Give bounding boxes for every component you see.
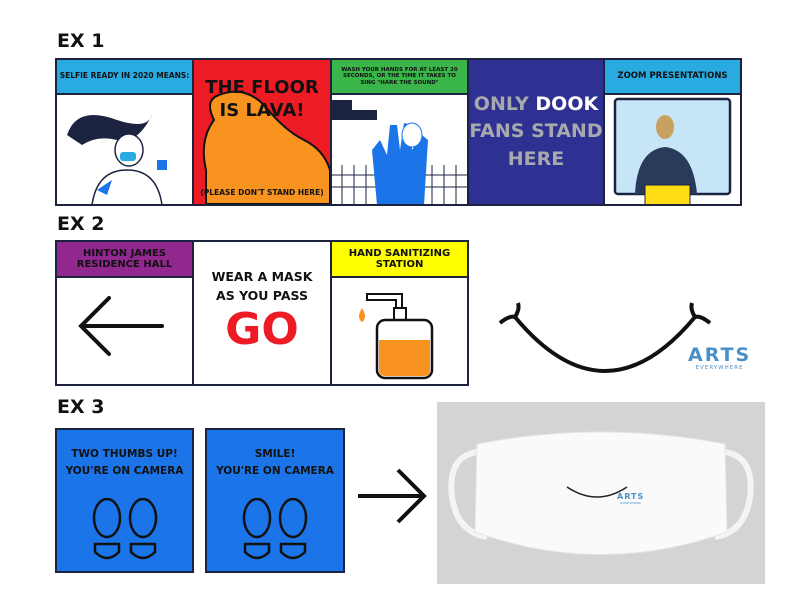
footprints-icon	[92, 498, 158, 560]
example-2-label: EX 2	[57, 213, 105, 235]
mask-logo-subtitle: EVERYWHERE	[620, 501, 641, 505]
smile-line-2: YOU'RE ON CAMERA	[216, 464, 334, 477]
face-mask-photo: ARTS EVERYWHERE	[437, 402, 765, 584]
floor-is-lava-panel: THE FLOOR IS LAVA! (PLEASE DON'T STAND H…	[192, 58, 332, 206]
arrow-right-icon	[358, 468, 427, 524]
masked-woman-illustration	[67, 115, 167, 204]
zoom-presentations-panel: ZOOM PRESENTATIONS	[603, 58, 742, 206]
two-thumbs-up-panel: TWO THUMBS UP! YOU'RE ON CAMERA	[55, 428, 194, 573]
mask-logo: ARTS EVERYWHERE	[617, 492, 645, 506]
lava-title: THE FLOOR IS LAVA!	[205, 77, 319, 122]
smile-text: SMILE! YOU'RE ON CAMERA	[207, 446, 343, 480]
only-text: ONLY	[473, 92, 529, 115]
dook-line-2: FANS STAND	[469, 120, 603, 143]
face-mask-image	[448, 431, 754, 555]
thumbs-text: TWO THUMBS UP! YOU'RE ON CAMERA	[57, 446, 192, 480]
orange-silhouette	[202, 90, 330, 204]
mask-text: WEAR A MASK AS YOU PASS	[194, 268, 330, 306]
example-1-label: EX 1	[57, 30, 105, 52]
mask-line-1: WEAR A MASK	[211, 269, 313, 284]
wash-hands-panel: WASH YOUR HANDS FOR AT LEAST 20 SECONDS,…	[330, 58, 469, 206]
wash-header: WASH YOUR HANDS FOR AT LEAST 20 SECONDS,…	[332, 60, 467, 95]
hand-sanitizing-panel: HAND SANITIZING STATION	[330, 240, 469, 386]
smile-on-camera-panel: SMILE! YOU'RE ON CAMERA	[205, 428, 345, 573]
hinton-james-panel: HINTON JAMES RESIDENCE HALL	[55, 240, 194, 386]
arrow-left-icon	[78, 296, 164, 356]
mask-line-2: AS YOU PASS	[216, 287, 308, 303]
selfie-header: SELFIE READY IN 2020 MEANS:	[57, 60, 192, 95]
sanitizer-pump-icon	[359, 293, 434, 380]
zoom-header: ZOOM PRESENTATIONS	[605, 60, 740, 95]
smile-arc-graphic	[498, 302, 712, 373]
logo-subtitle: EVERYWHERE	[695, 365, 744, 371]
mask-logo-title: ARTS	[617, 492, 645, 501]
smile-line-1: SMILE!	[254, 448, 296, 460]
wear-a-mask-panel: WEAR A MASK AS YOU PASS GO	[192, 240, 332, 386]
arts-everywhere-logo: ARTS EVERYWHERE	[688, 344, 752, 372]
dook-fans-panel: ONLY DOOK FANS STAND HERE	[467, 58, 605, 206]
go-text: GO	[225, 304, 299, 355]
example-3-label: EX 3	[57, 396, 105, 418]
hands-under-faucet-illustration	[332, 100, 467, 204]
thumbs-line-2: YOU'RE ON CAMERA	[65, 464, 184, 477]
selfie-panel: SELFIE READY IN 2020 MEANS:	[55, 58, 194, 206]
thumbs-line-1: TWO THUMBS UP!	[71, 448, 178, 460]
sanitizer-header: HAND SANITIZING STATION	[332, 242, 467, 278]
hinton-header: HINTON JAMES RESIDENCE HALL	[57, 242, 192, 278]
presenter-on-screen-illustration	[613, 97, 732, 204]
dook-text: DOOK	[535, 92, 599, 115]
dook-line-3: HERE	[507, 147, 565, 170]
dook-line-1: ONLY DOOK	[474, 91, 598, 119]
logo-title: ARTS	[688, 344, 752, 366]
footprints-icon	[242, 498, 308, 560]
lava-subtitle: (PLEASE DON'T STAND HERE)	[200, 188, 324, 197]
